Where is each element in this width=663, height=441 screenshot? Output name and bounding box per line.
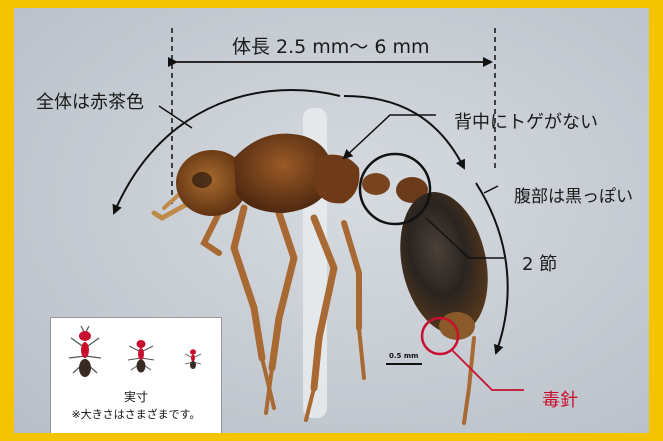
- abdomen-label: 腹部は黒っぽい: [514, 182, 633, 207]
- body-length-label: 体長 2.5 mm〜 6 mm: [232, 32, 430, 59]
- actual-size-inset: 実寸 ※大きさはさまざまです。: [50, 317, 222, 433]
- abdomen-leader: [484, 186, 498, 193]
- scale-bar: [386, 363, 422, 365]
- ant-petiole: [362, 173, 390, 195]
- color-leader: [159, 106, 192, 128]
- stinger-label: 毒針: [542, 386, 578, 412]
- scale-bar-label: 0.5 mm: [389, 352, 418, 360]
- actual-size-label: 実寸: [51, 388, 221, 405]
- ant-propodeum: [314, 155, 359, 204]
- actual-size-ants: [51, 318, 221, 388]
- size-note: ※大きさはさまざまです。: [51, 406, 221, 422]
- spine-leader-arrow: [344, 115, 436, 158]
- color-arc-arrow-right: [344, 96, 464, 168]
- segments-label: 2 節: [522, 250, 557, 276]
- body-color-label: 全体は赤茶色: [36, 88, 144, 114]
- antenna: [154, 203, 189, 218]
- no-spines-label: 背中にトゲがない: [454, 108, 598, 134]
- stinger-leader: [452, 350, 524, 390]
- ant-eye: [192, 172, 212, 188]
- specimen-panel: 体長 2.5 mm〜 6 mm 全体は赤茶色 背中にトゲがない 腹部は黒っぽい …: [14, 8, 649, 433]
